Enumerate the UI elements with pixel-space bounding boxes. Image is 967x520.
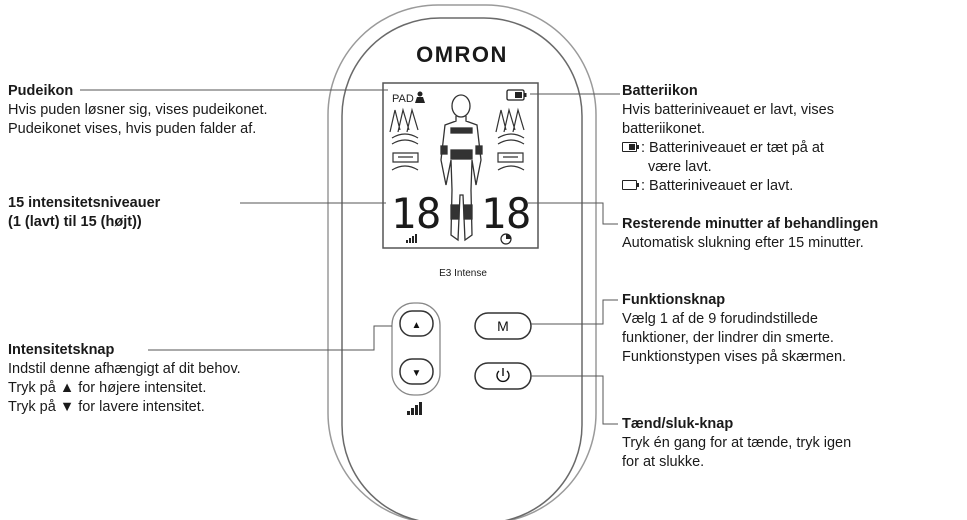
remaining-desc: Automatisk slukning efter 15 minutter. [622,235,864,251]
brand-logo: OMRON [416,42,508,67]
power-icon [496,368,510,383]
levels-range: (1 (lavt) til 15 (højt)) [8,214,142,230]
left-massage-icons [389,107,419,171]
battery-item-1: : Batteriniveauet er tæt på at [622,139,834,158]
battery-icon-label: Batteriikon Hvis batteriniveauet er lavt… [622,82,834,196]
remaining-title: Resterende minutter af behandlingen [622,216,879,232]
battery-item-2: : Batteriniveauet er lavt. [622,177,834,196]
battery-icon [506,89,527,101]
right-massage-icons [495,107,525,171]
function-desc-3: Funktionstypen vises på skærmen. [622,349,847,365]
model-name: E3 Intense [439,268,487,279]
down-arrow-icon: ▼ [412,368,422,379]
pad-label: PAD [392,93,414,105]
intensity-button-title: Intensitetsknap [8,342,115,358]
pad-icon-desc-1: Hvis puden løsner sig, vises pudeikonet. [8,102,268,118]
remaining-minutes-display: 18 [481,189,532,238]
function-desc-2: funktioner, der lindrer din smerte. [622,330,834,346]
intensity-digit-display: 18 [391,189,442,238]
intensity-desc-3: Tryk på ▼ for lavere intensitet. [8,399,205,415]
pad-icon-desc-2: Pudeikonet vises, hvis puden falder af. [8,121,257,137]
levels-label: 15 intensitetsniveauer (1 (lavt) til 15 … [8,194,160,232]
battery-empty-icon [622,180,639,190]
function-title: Funktionsknap [622,292,726,308]
pad-icon-title: Pudeikon [8,83,74,99]
levels-title: 15 intensitetsniveauer [8,195,161,211]
function-button[interactable] [474,312,532,340]
battery-item-1-cont: være lavt. [648,159,712,175]
screen-signal-bars-icon [406,234,417,243]
battery-title: Batteriikon [622,83,698,99]
function-button-label: M [497,318,509,334]
intensity-up-button[interactable] [399,310,434,337]
power-title: Tænd/sluk-knap [622,416,734,432]
power-button-desc-label: Tænd/sluk-knap Tryk én gang for at tænde… [622,415,851,472]
intensity-button-label: Intensitetsknap Indstil denne afhængigt … [8,341,241,417]
battery-item-2-text: : Batteriniveauet er lavt. [641,178,794,194]
power-desc-1: Tryk én gang for at tænde, tryk igen [622,435,852,451]
leader-lines [80,89,620,425]
timer-icon [500,233,512,245]
intensity-desc-1: Indstil denne afhængigt af dit behov. [8,361,241,377]
remaining-minutes-label: Resterende minutter af behandlingen Auto… [622,215,878,253]
battery-desc-1: Hvis batteriniveauet er lavt, vises [622,102,834,118]
intensity-down-button[interactable] [399,358,434,385]
function-button-desc-label: Funktionsknap Vælg 1 af de 9 forudindsti… [622,291,846,367]
up-arrow-icon: ▲ [412,320,422,331]
signal-bars-icon [407,402,422,415]
function-desc-1: Vælg 1 af de 9 forudindstillede [622,311,818,327]
battery-desc-2: batteriikonet. [622,121,706,137]
intensity-desc-2: Tryk på ▲ for højere intensitet. [8,380,207,396]
battery-partial-icon [622,142,639,152]
pad-icon-label: Pudeikon Hvis puden løsner sig, vises pu… [8,82,268,139]
pad-person-icon [415,91,425,103]
body-figure-icon [440,94,483,242]
battery-item-1-text: : Batteriniveauet er tæt på at [641,140,824,156]
power-desc-2: for at slukke. [622,454,705,470]
